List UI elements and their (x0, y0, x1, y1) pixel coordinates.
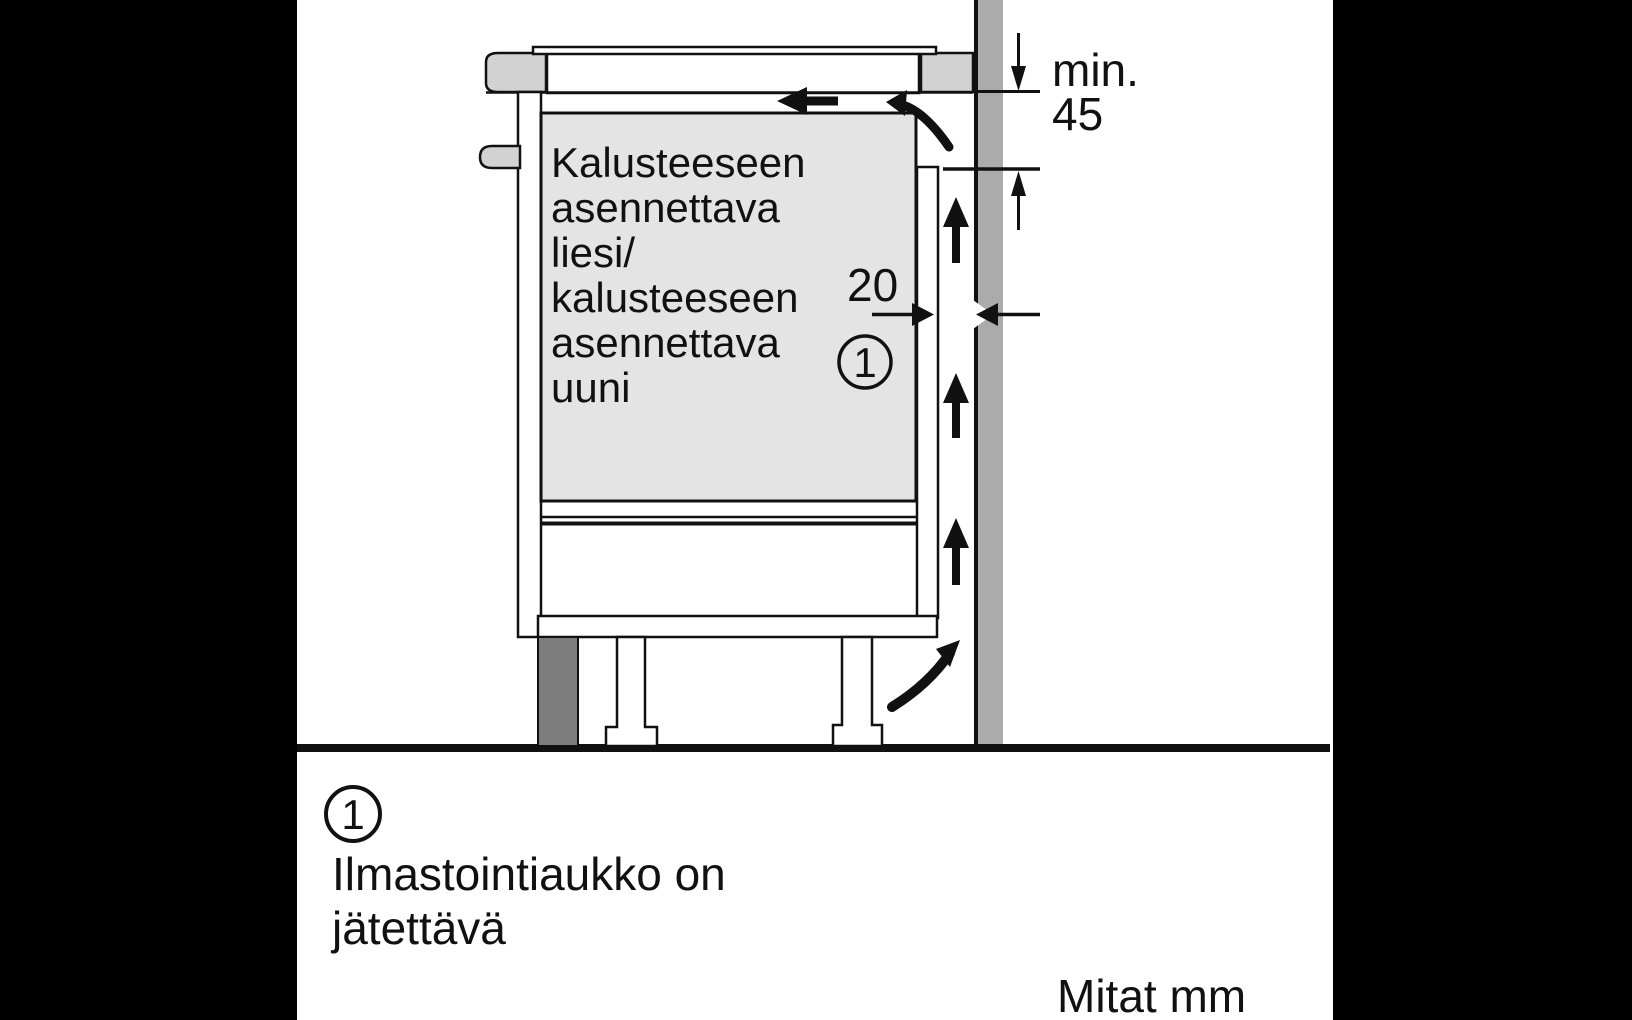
curved-arrow-bottom-head (936, 640, 960, 667)
leg-rear (831, 635, 884, 748)
hob-body (545, 49, 921, 95)
up-arrow-icon (943, 518, 969, 585)
oven-label-line: liesi/ (551, 229, 635, 276)
cabinet-legs (537, 635, 884, 748)
min-clearance-value: 45 (1052, 88, 1103, 140)
dimension-vent-gap: 20 (847, 259, 1040, 329)
up-arrow-icon (1011, 171, 1026, 196)
oven-label: Kalusteeseen asennettava liesi/ kalustee… (551, 139, 806, 411)
oven-label-line: kalusteeseen (551, 274, 799, 321)
oven-label-line: uuni (551, 364, 630, 411)
legend: 1 Ilmastointiaukko on jätettävä (324, 785, 726, 954)
plinth-leg (537, 636, 579, 747)
cabinet-bottom-panel (536, 614, 939, 639)
callout-number: 1 (853, 339, 876, 386)
callout-circle (837, 334, 893, 390)
dimension-min-45: min. 45 (943, 33, 1139, 230)
down-arrow-icon (1011, 66, 1026, 91)
control-knob (478, 144, 522, 170)
oven-body (539, 111, 918, 503)
worktop-right (919, 51, 975, 94)
wall-edge (974, 0, 978, 744)
legend-line2: jätettävä (330, 902, 506, 954)
hob-glass-top (531, 45, 938, 56)
leg-front (604, 635, 659, 748)
up-arrow-icon (943, 197, 969, 263)
hob (484, 45, 975, 95)
wall-fill (978, 0, 1003, 744)
legend-circle (324, 785, 382, 843)
up-arrow-icon (943, 373, 969, 438)
min-clearance-label: min. (1052, 44, 1139, 96)
units-note: Mitat mm (1057, 970, 1246, 1020)
cabinet-side-panel (516, 90, 543, 639)
vent-panel (915, 165, 940, 620)
left-arrow-icon (777, 87, 838, 115)
oven-label-line: asennettava (551, 319, 780, 366)
oven-label-line: Kalusteeseen (551, 139, 806, 186)
left-arrow-icon (976, 303, 998, 326)
floor-line (297, 744, 1330, 752)
legend-line1: Ilmastointiaukko on (332, 848, 726, 900)
callout-1: 1 (837, 334, 893, 390)
vent-gap-value: 20 (847, 259, 898, 311)
wall (974, 0, 1003, 744)
airflow-arrows (777, 87, 969, 712)
oven-label-line: asennettava (551, 184, 780, 231)
worktop-left (484, 51, 548, 94)
legend-number: 1 (341, 791, 364, 838)
right-arrow-icon (912, 303, 934, 326)
curved-arrow-top-head (886, 90, 907, 116)
